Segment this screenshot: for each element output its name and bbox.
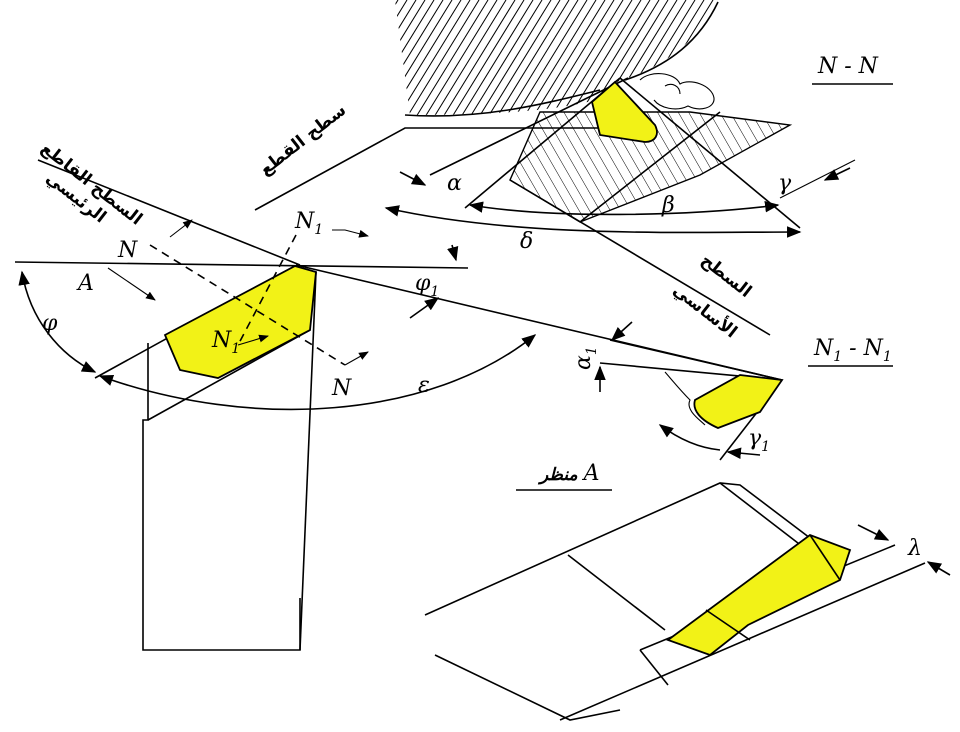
- base-surface-label-1: السطح: [697, 250, 755, 302]
- tool-insert-yellow-nn: [590, 80, 658, 143]
- section-n1-label-bottom: N1: [211, 328, 240, 357]
- phi1-arrow-bottom: [409, 297, 440, 319]
- phi1-arrow-top: [447, 244, 459, 262]
- view-a-heel-line: [639, 649, 669, 686]
- workpiece-hatch-line: [398, 0, 480, 115]
- chip-curl-inner: [664, 83, 681, 95]
- n1-chip-outline: [664, 371, 706, 426]
- clearance-reference-line: [429, 77, 629, 176]
- view-a-top-outline: [424, 482, 811, 616]
- workpiece-outline: [624, 1, 719, 81]
- workpiece-hatch-line: [425, 0, 507, 115]
- section-line-nn: [149, 244, 346, 366]
- workpiece-hatch-line: [488, 0, 570, 115]
- workpiece-hatch-line: [309, 0, 389, 130]
- beta-label: β: [661, 193, 675, 218]
- workpiece-hatch-line: [506, 0, 588, 115]
- lambda-arrow-bottom: [926, 561, 951, 576]
- gamma1-label: γ1: [748, 426, 770, 455]
- tool-insert-yellow-n1: [693, 374, 784, 429]
- workpiece-hatch-line: [395, 0, 417, 115]
- workpiece-hatch-line: [407, 0, 489, 115]
- section-line-n1n1: [237, 234, 297, 346]
- workpiece-hatch-line: [395, 0, 435, 115]
- section-arrow-n-bottom: [344, 351, 369, 366]
- view-a-letter: A: [76, 271, 94, 296]
- workpiece-hatch-line: [470, 0, 552, 115]
- section-nn-title: N - N: [817, 54, 879, 79]
- gamma1-arrow: [726, 447, 761, 459]
- workpiece-hatch-line: [533, 0, 615, 115]
- phi-label: φ: [42, 311, 58, 336]
- main-cutting-plane-line: [37, 159, 301, 266]
- chip-underside-line: [404, 89, 601, 117]
- section-nn-view: α β γ δ N - N سطح القطع: [254, 0, 893, 336]
- beta-arc: [468, 200, 780, 216]
- section-arrow-n1-top: [332, 229, 369, 238]
- view-a-body-divider: [567, 554, 666, 631]
- lambda-label: λ: [907, 536, 922, 561]
- alpha1-label: α1: [571, 346, 600, 370]
- workpiece-hatch-line: [479, 0, 561, 115]
- section-n-label-bottom: N: [331, 376, 352, 401]
- alpha-label: α: [447, 171, 462, 196]
- gamma-arrow: [823, 167, 851, 181]
- workpiece-hatch-line: [395, 0, 453, 115]
- gamma-label: γ: [778, 171, 792, 196]
- section-arrow-n-top: [169, 219, 193, 238]
- workpiece-hatch-line: [395, 0, 462, 115]
- section-n1n1-view: α1 γ1 N1 - N1: [571, 321, 893, 461]
- workpiece-hatch-line: [395, 0, 444, 115]
- alpha1-arrow-top: [610, 321, 633, 341]
- workpiece-hatch-line: [632, 0, 714, 115]
- cutting-surface-label: سطح القطع: [256, 100, 350, 180]
- gamma1-arc: [658, 424, 721, 451]
- view-a-arrow: [107, 267, 156, 301]
- n1-flank-line: [609, 339, 783, 381]
- workpiece-hatch-line: [452, 0, 534, 115]
- workpiece-hatch-line: [395, 0, 471, 115]
- view-a-insert-divider: [705, 609, 751, 641]
- view-a-base-line: [559, 562, 926, 721]
- lambda-arrow-top: [857, 524, 890, 541]
- workpiece-hatch-line: [641, 0, 720, 115]
- workpiece-hatch-line: [515, 0, 597, 115]
- section-n1-label-top: N1: [294, 209, 323, 238]
- gamma-extension: [779, 159, 856, 199]
- tool-body-hatched: [509, 111, 793, 223]
- workpiece-hatch-line: [497, 0, 579, 115]
- workpiece-hatch-line: [434, 0, 516, 115]
- view-a-bottom-outline: [434, 654, 621, 721]
- workpiece-hatch-line: [416, 0, 498, 115]
- tool-insert-yellow-plan: [163, 265, 317, 379]
- epsilon-arc: [98, 334, 537, 411]
- delta-label: δ: [520, 229, 533, 254]
- phi1-label: φ1: [415, 271, 439, 300]
- workpiece-hatch-line: [395, 0, 426, 115]
- section-n-label-top: N: [117, 238, 138, 263]
- workpiece-hatch-line: [524, 0, 606, 115]
- tool-shank-outline: [142, 343, 301, 651]
- delta-arc: [384, 205, 802, 238]
- alpha-arrow: [399, 171, 427, 186]
- workpiece-hatch-line: [650, 0, 720, 115]
- phi-arc: [18, 270, 97, 373]
- chip-curl: [639, 73, 715, 110]
- workpiece-hatch-line: [443, 0, 525, 115]
- workpiece-hatch-line: [461, 0, 543, 115]
- section-n1n1-title: N1 - N1: [813, 336, 892, 365]
- epsilon-label: ε: [418, 373, 430, 398]
- feed-direction-line: [14, 261, 469, 269]
- workpiece-hatching: [309, 0, 720, 130]
- view-a-insert-divider-2: [809, 534, 841, 581]
